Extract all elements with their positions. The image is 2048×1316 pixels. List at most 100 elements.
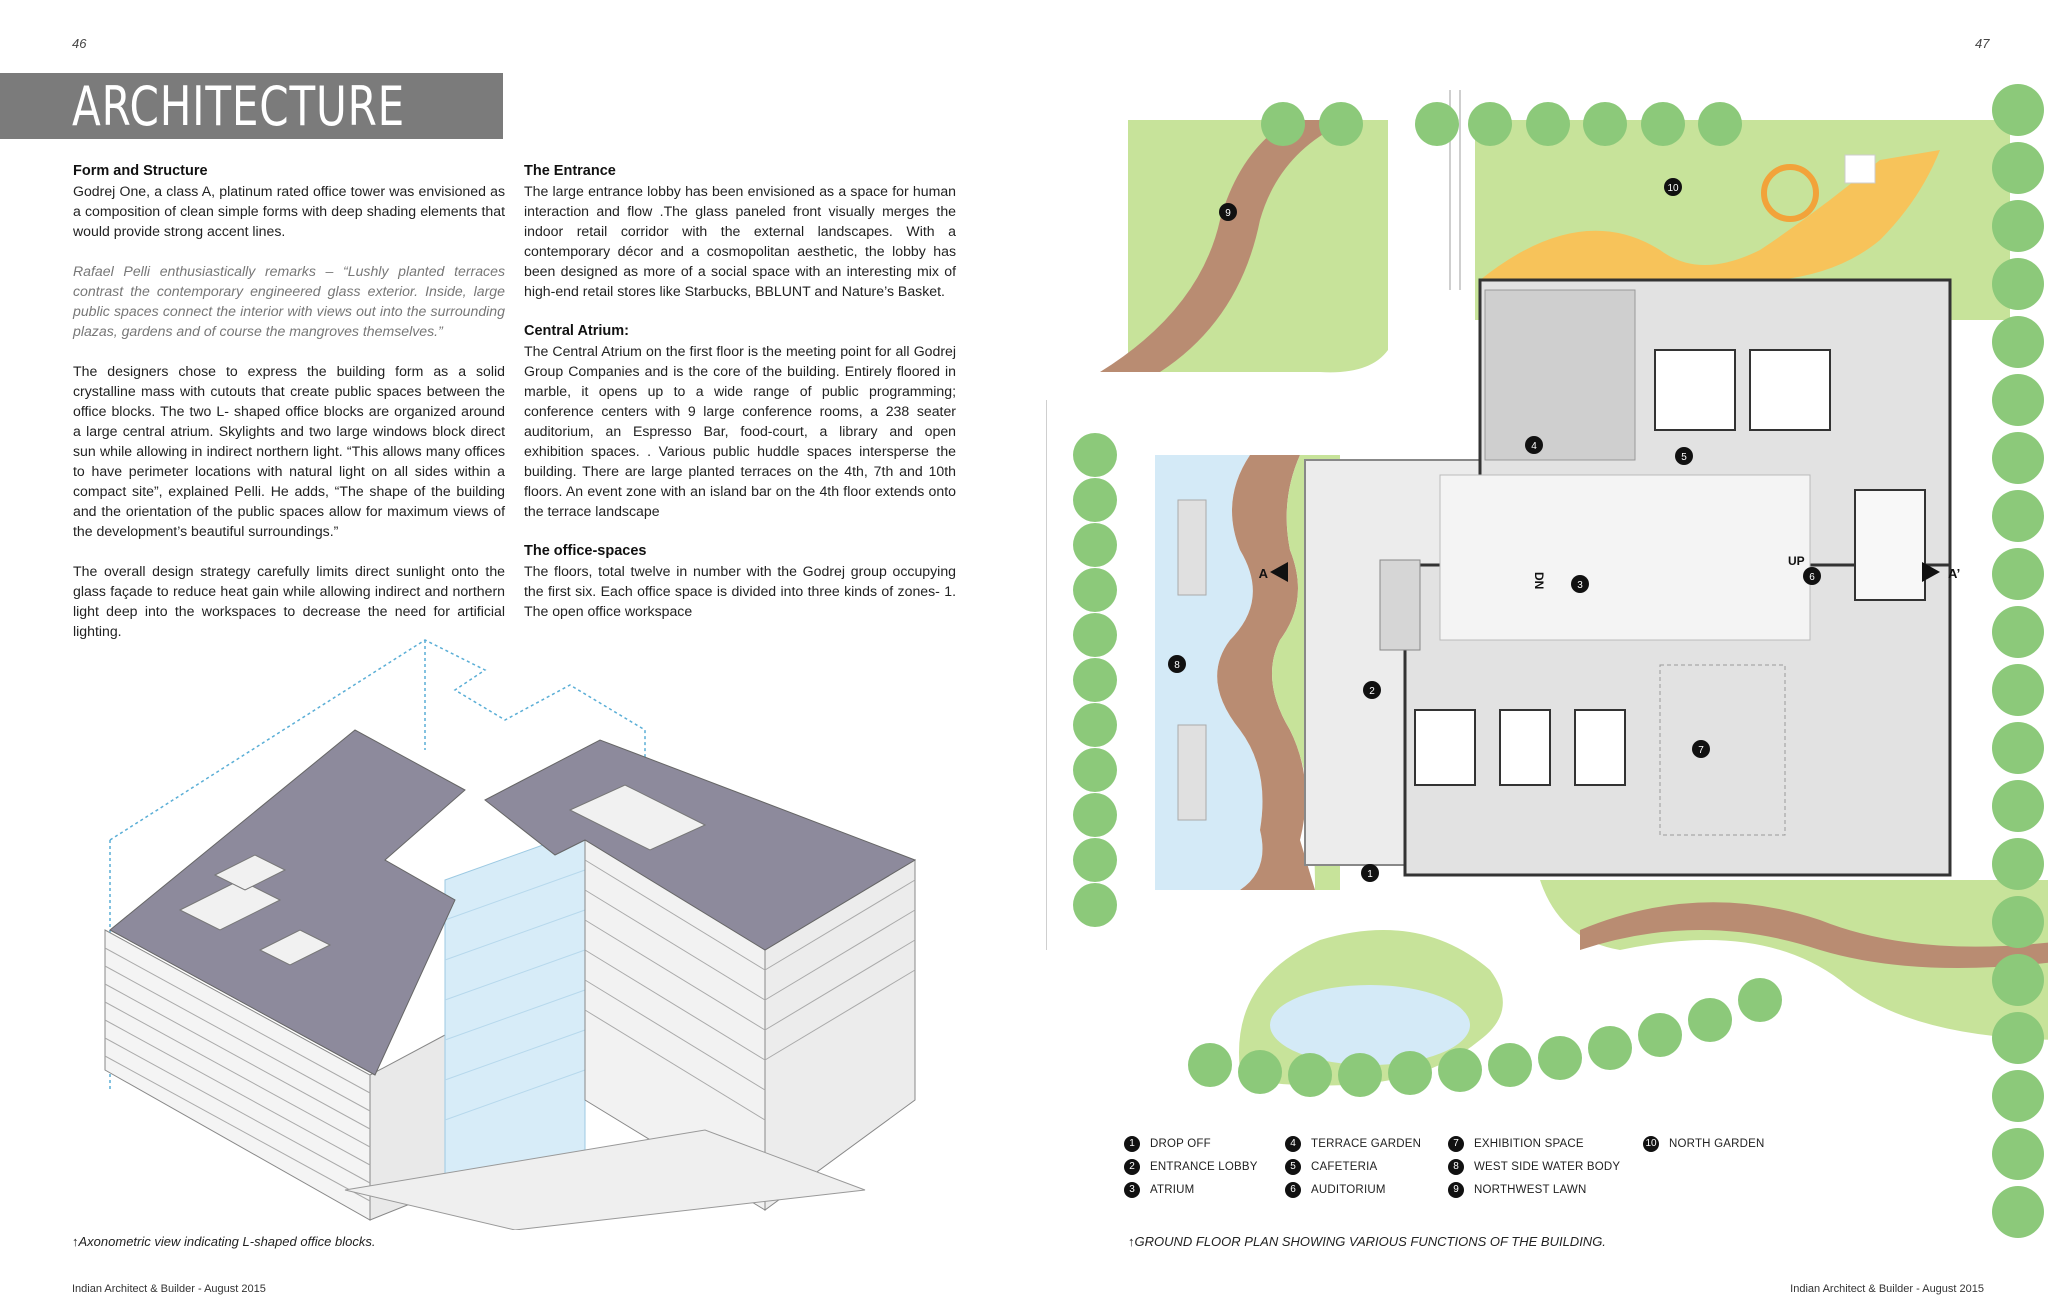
south-core-2 (1499, 709, 1551, 786)
pelli-quote: Rafael Pelli enthusiastically remarks – … (73, 263, 505, 339)
svg-text:7: 7 (1698, 745, 1704, 756)
section-label-a-prime: A’ (1948, 566, 1960, 581)
legend-label: TERRACE GARDEN (1311, 1138, 1422, 1150)
terrace-garden-deck (1484, 289, 1636, 461)
legend-label: NORTH GARDEN (1669, 1138, 1765, 1150)
north-garden-flowerbed (1480, 150, 1940, 310)
legend-item: 6 AUDITORIUM (1285, 1182, 1386, 1202)
legend-item: 4 TERRACE GARDEN (1285, 1136, 1421, 1156)
east-tree-column (1992, 84, 2044, 1238)
footer-left: Indian Architect & Builder - August 2015 (72, 1283, 266, 1295)
legend-number: 5 (1285, 1159, 1301, 1175)
page-number-left: 46 (72, 36, 87, 51)
axonometric-caption: ↑Axonometric view indicating L-shaped of… (72, 1234, 375, 1249)
legend-label: NORTHWEST LAWN (1474, 1184, 1587, 1196)
envelope-outline (109, 639, 646, 1090)
paragraph-form-2: The designers chose to express the build… (73, 363, 505, 539)
heading-entrance: The Entrance (524, 163, 616, 179)
north-core-2 (1749, 349, 1831, 431)
south-core-1 (1414, 709, 1476, 786)
heading-central-atrium: Central Atrium: (524, 323, 629, 339)
southeast-earth-path (1580, 902, 2048, 968)
page-number-right: 47 (1975, 36, 1990, 51)
stair-up-label: UP (1788, 554, 1805, 568)
svg-text:1: 1 (1367, 869, 1373, 880)
south-pond (1270, 985, 1470, 1065)
legend-item: 5 CAFETERIA (1285, 1159, 1377, 1179)
legend-label: CAFETERIA (1311, 1161, 1378, 1173)
atrium-mullions (444, 869, 586, 1121)
legend-item: 2 ENTRANCE LOBBY (1124, 1159, 1258, 1179)
svg-text:4: 4 (1531, 441, 1537, 452)
west-pavilion-south (1177, 724, 1207, 821)
paragraph-form-3: The overall design strategy carefully li… (73, 563, 505, 639)
south-core-3 (1574, 709, 1626, 786)
plan-legend: 1 DROP OFF 2 ENTRANCE LOBBY 3 ATRIUM 4 TERRA… (1124, 1136, 1784, 1198)
svg-text:3: 3 (1577, 580, 1583, 591)
west-earth-band (1217, 455, 1315, 890)
legend-number: 8 (1448, 1159, 1464, 1175)
heading-office-spaces: The office-spaces (524, 543, 647, 559)
legend-number: 6 (1285, 1182, 1301, 1198)
legend-item: 7 EXHIBITION SPACE (1448, 1136, 1584, 1156)
north-tree-row (1261, 102, 1742, 146)
right-block-roof (484, 739, 917, 951)
heading-form-structure: Form and Structure (73, 163, 208, 179)
legend-number: 7 (1448, 1136, 1464, 1152)
svg-text:2: 2 (1369, 686, 1375, 697)
caption-arrow-icon: ↑ (1128, 1234, 1135, 1249)
atrium-floor (1439, 474, 1811, 641)
glass-atrium (444, 829, 586, 1191)
south-tree-row (1188, 978, 1782, 1097)
page-divider (1046, 400, 1047, 950)
legend-label: AUDITORIUM (1311, 1184, 1386, 1196)
svg-text:5: 5 (1681, 452, 1687, 463)
legend-label: DROP OFF (1150, 1138, 1211, 1150)
north-core-1 (1654, 349, 1736, 431)
section-marker-east (1922, 562, 1940, 582)
west-pavilion-north (1177, 499, 1207, 596)
axonometric-caption-text: Axonometric view indicating L-shaped off… (78, 1234, 376, 1249)
north-garden-feature-circle (1761, 164, 1819, 222)
left-text-column: Form and Structure Godrej One, a class A… (73, 161, 505, 661)
roof-skylights (178, 784, 707, 966)
exhibition-space-outline (1659, 664, 1786, 836)
plan-caption: ↑GROUND FLOOR PLAN SHOWING VARIOUS FUNCT… (1128, 1234, 1606, 1249)
left-block-floor-lines (104, 947, 371, 1202)
left-block-roof (109, 729, 466, 1076)
svg-text:6: 6 (1809, 572, 1815, 583)
plan-caption-text: GROUND FLOOR PLAN SHOWING VARIOUS FUNCTI… (1134, 1234, 1606, 1249)
legend-number: 2 (1124, 1159, 1140, 1175)
legend-item: 8 WEST SIDE WATER BODY (1448, 1159, 1620, 1179)
plan-number-markers: 1 2 3 4 5 6 7 8 9 10 (1168, 178, 1821, 882)
axonometric-drawing (104, 639, 917, 1230)
caption-arrow-icon: ↑ (72, 1234, 79, 1249)
section-label-a: A (1259, 566, 1269, 581)
legend-number: 1 (1124, 1136, 1140, 1152)
legend-label: ATRIUM (1150, 1184, 1195, 1196)
section-banner: ARCHITECTURE (0, 73, 503, 139)
west-tree-column (1073, 433, 1117, 927)
right-block-floor-lines (584, 859, 916, 1121)
ground-floor-plan: A A’ UP DN 1 2 3 4 5 6 7 8 9 10 (1073, 90, 2048, 1097)
legend-label: WEST SIDE WATER BODY (1474, 1161, 1621, 1173)
paragraph-office-spaces: The floors, total twelve in number with … (524, 563, 956, 619)
section-marker-west (1270, 562, 1288, 582)
paragraph-form-1: Godrej One, a class A, platinum rated of… (73, 183, 505, 239)
svg-text:10: 10 (1667, 183, 1679, 194)
legend-item: 1 DROP OFF (1124, 1136, 1211, 1156)
escalator (1379, 559, 1421, 651)
svg-text:9: 9 (1225, 208, 1231, 219)
legend-number: 3 (1124, 1182, 1140, 1198)
footer-right: Indian Architect & Builder - August 2015 (1790, 1283, 1984, 1295)
legend-item: 3 ATRIUM (1124, 1182, 1194, 1202)
stair-down-label: DN (1532, 572, 1546, 589)
northwest-earth-path (1100, 120, 1350, 372)
north-garden-kiosk (1844, 154, 1876, 184)
svg-text:8: 8 (1174, 660, 1180, 671)
legend-number: 4 (1285, 1136, 1301, 1152)
legend-label: EXHIBITION SPACE (1474, 1138, 1584, 1150)
legend-label: ENTRANCE LOBBY (1150, 1161, 1258, 1173)
